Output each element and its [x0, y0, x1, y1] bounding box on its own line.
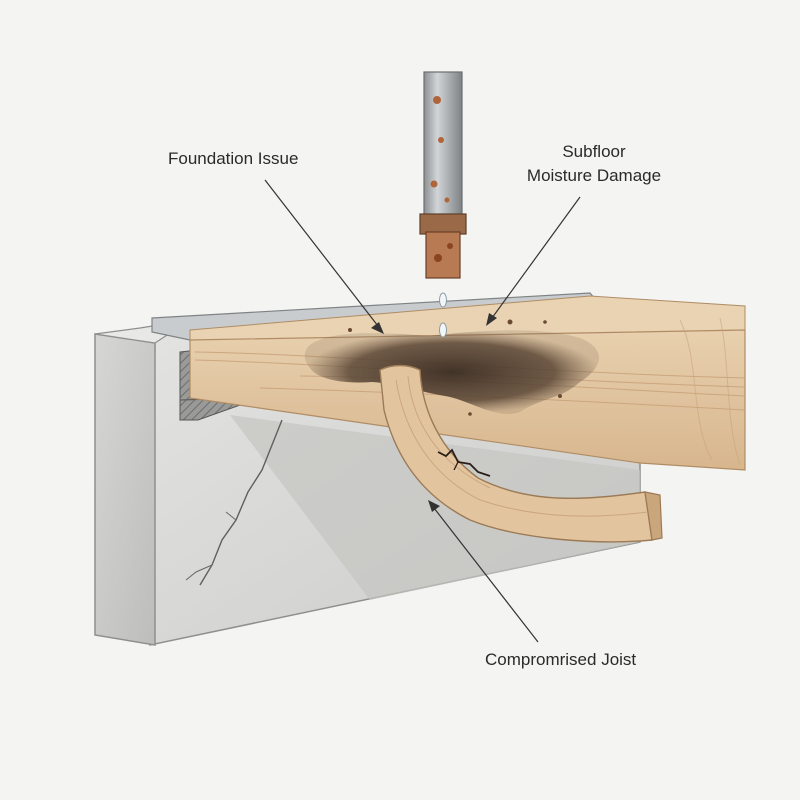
pipe-body	[423, 71, 463, 221]
subfloor-leader	[491, 196, 581, 319]
stain-speck	[468, 412, 472, 416]
subfloor-label-line1: Subfloor	[562, 142, 626, 161]
foundation-issue-arrowhead	[371, 322, 384, 334]
compromised-joist	[379, 364, 663, 543]
foundation-front-face	[94, 333, 156, 646]
rust-spot	[444, 197, 450, 203]
stain-speck	[348, 328, 352, 332]
subfloor-label-line2: Moisture Damage	[526, 166, 662, 185]
pipe-tail	[425, 231, 461, 279]
pipe-collar	[419, 213, 467, 235]
joist-leader	[433, 507, 539, 643]
stain-speck	[507, 319, 513, 325]
joist-end-face	[644, 491, 663, 541]
rust-spot	[434, 254, 442, 262]
water-drip-icon	[439, 292, 447, 338]
foundation-crack-branch	[185, 511, 237, 581]
subfloor-arrowhead	[486, 313, 497, 326]
joist-grain	[395, 375, 649, 517]
water-drop	[439, 322, 447, 338]
foundation-issue-leader	[264, 179, 379, 327]
stain-speck	[558, 394, 562, 398]
rusty-pipe-icon	[419, 71, 467, 279]
joist-crack-branch	[453, 461, 459, 471]
water-drop	[439, 292, 447, 308]
joist-body	[379, 364, 653, 543]
rust-spot	[438, 137, 444, 143]
subfloor-moisture-label: Subfloor Moisture Damage	[504, 140, 684, 188]
callout-lines	[264, 179, 581, 643]
rust-spot	[433, 96, 441, 104]
subfloor-beam	[189, 295, 746, 471]
wood-grain-right	[679, 317, 741, 466]
stain-speck	[543, 320, 547, 324]
joist-arrowhead	[428, 500, 440, 512]
compromised-joist-label: Compromrised Joist	[485, 650, 637, 669]
moisture-stain	[304, 330, 599, 414]
rust-spot	[447, 243, 453, 249]
foundation-issue-label: Foundation Issue	[168, 149, 299, 168]
rust-spot	[430, 180, 438, 188]
foundation-crack	[199, 419, 283, 586]
